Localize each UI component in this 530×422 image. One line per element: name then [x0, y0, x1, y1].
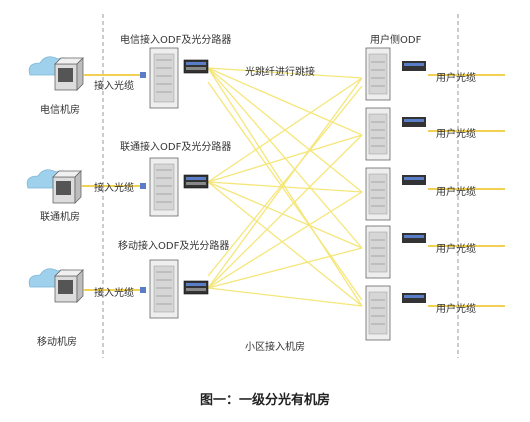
optical-splitter [183, 174, 209, 189]
unicom-cable-label: 接入光缆 [94, 183, 134, 194]
cable-connector [140, 287, 146, 293]
mobile-odf-rack [149, 259, 209, 319]
zone-label: 小区接入机房 [245, 342, 305, 353]
unicom-room-label: 联通机房 [40, 212, 80, 223]
server-icon [54, 269, 84, 303]
unicom-odf-rack [149, 157, 209, 217]
mobile-room-label: 移动机房 [37, 337, 77, 348]
server-icon [52, 170, 82, 204]
user-odf-title: 用户侧ODF [370, 35, 422, 46]
telecom-odf-title: 电信接入ODF及光分路器 [120, 35, 232, 46]
optical-splitter [183, 59, 209, 74]
cable-connector [140, 72, 146, 78]
jumper-label: 光跳纤进行跳接 [245, 67, 315, 78]
user-cable-label: 用户光缆 [436, 244, 476, 255]
cable-connector [140, 183, 146, 189]
fiber-jumpers [207, 67, 363, 307]
user-odf-rack [365, 107, 505, 161]
user-cable-label: 用户光缆 [436, 304, 476, 315]
mobile-cable-label: 接入光缆 [94, 288, 134, 299]
telecom-cable-label: 接入光缆 [94, 81, 134, 92]
telecom-room-group [28, 56, 146, 91]
mobile-odf-title: 移动接入ODF及光分路器 [118, 241, 230, 252]
telecom-room-label: 电信机房 [40, 105, 80, 116]
user-odf-rack [365, 225, 505, 279]
optical-splitter [183, 280, 209, 295]
unicom-room-group [26, 169, 146, 204]
user-cable-label: 用户光缆 [436, 73, 476, 84]
unicom-odf-title: 联通接入ODF及光分路器 [120, 142, 232, 153]
user-odf-rack [365, 167, 505, 221]
user-cable-label: 用户光缆 [436, 129, 476, 140]
user-odf-rack [365, 47, 505, 101]
user-odf-rack [365, 285, 505, 341]
user-cable-label: 用户光缆 [436, 187, 476, 198]
telecom-odf-rack [149, 47, 209, 109]
server-icon [54, 57, 84, 91]
figure-caption: 图一：一级分光有机房 [199, 393, 330, 408]
mobile-room-group [28, 268, 146, 303]
